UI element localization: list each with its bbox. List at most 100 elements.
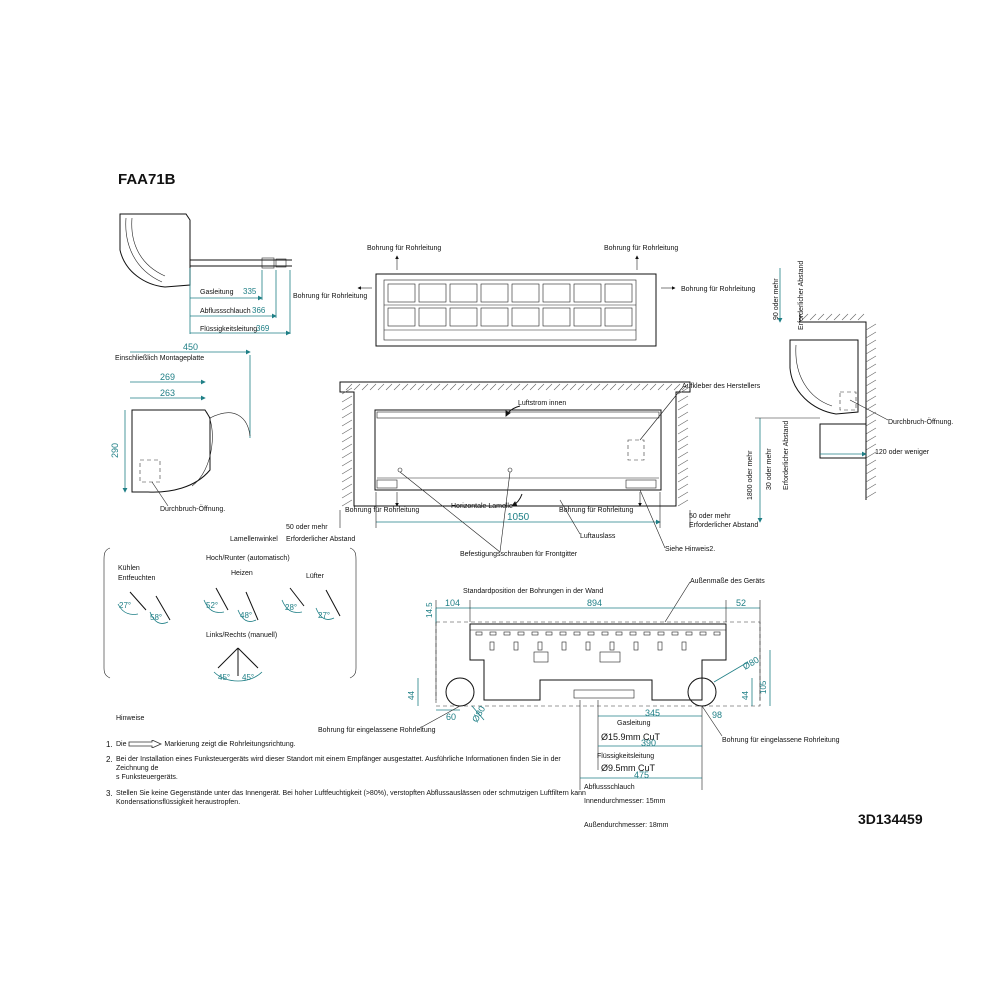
dim-894: 894	[587, 598, 602, 608]
note-1-text-a: Die	[116, 741, 127, 748]
top-bore-right-top: Bohrung für Rohrleitung	[604, 245, 678, 252]
louver-heating: Heizen	[231, 570, 253, 577]
mounting-plate	[469, 623, 727, 701]
note-1-number: 1.	[106, 740, 113, 749]
horizontal-louver-label: Horizontale Lamelle	[451, 503, 513, 510]
hose-gas-value: 335	[243, 287, 257, 296]
side-view-unit	[119, 213, 292, 334]
model-title: FAA71B	[118, 171, 176, 188]
sticker-label: Aufkleber des Herstellers	[682, 383, 761, 390]
louver-heat-diagram	[203, 587, 259, 622]
side-profile-unit	[131, 409, 251, 493]
angle-lr-b: 45°	[242, 673, 254, 682]
plate-bore-left: Bohrung für eingelassene Rohrleitung	[318, 727, 436, 734]
angle-lr-a: 45°	[218, 673, 230, 682]
clearance-left-label: Erforderlicher Abstand	[286, 536, 355, 543]
dim-1050: 1050	[507, 512, 530, 523]
dim-475: 475	[634, 770, 649, 780]
drawing-number: 3D134459	[858, 811, 923, 827]
pipe-direction-arrow-icon	[129, 739, 163, 749]
hose-liquid-value: 369	[256, 324, 270, 333]
wall-side-clearance-label: Erforderlicher Abstand	[783, 421, 790, 490]
louver-title: Lamellenwinkel	[230, 536, 278, 543]
wall-side-clearance: 30 oder mehr	[766, 448, 773, 490]
louver-lr-diagram	[213, 647, 263, 682]
dim-450: 450	[183, 342, 198, 352]
std-position-label: Standardposition der Bohrungen in der Wa…	[463, 588, 603, 595]
angle-fan-a: 28°	[285, 603, 297, 612]
note-1-text-b: Markierung zeigt die Rohrleitungsrichtun…	[164, 741, 296, 748]
hose-gas-label: Gasleitung	[200, 289, 234, 296]
dim-98: 98	[712, 710, 722, 720]
side-bore-label: Bohrung für Rohrleitung	[293, 293, 367, 300]
note-1: 1. Die Markierung zeigt die Rohrleitungs…	[106, 739, 576, 749]
wall-top-clearance: 90 oder mehr	[773, 278, 780, 320]
plate-label: Einschließlich Montageplatte	[115, 355, 204, 362]
note-3: 3. Stellen Sie keine Gegenstände unter d…	[106, 789, 586, 807]
note-2-text-b: s Funksteuergeräts.	[116, 774, 178, 781]
screws-label: Befestigungsschrauben für Frontgitter	[460, 551, 578, 558]
dim-14-5: 14.5	[425, 602, 434, 618]
angle-heat-a: 52°	[206, 601, 218, 610]
top-bore-right: Bohrung für Rohrleitung	[681, 286, 755, 293]
louver-auto-label: Hoch/Runter (automatisch)	[206, 555, 290, 562]
see-note-label: Siehe Hinweis2.	[665, 546, 715, 553]
front-bore-right: Bohrung für Rohrleitung	[559, 507, 633, 514]
airflow-in-label: Luftstrom innen	[518, 400, 566, 407]
dim-44-right: 44	[741, 691, 750, 700]
side-opening-label: Durchbruch-Öffnung.	[160, 505, 225, 513]
drain-inner: Innendurchmesser: 15mm	[584, 798, 665, 805]
angle-heat-b: 48°	[240, 611, 252, 620]
dim-263: 263	[160, 388, 175, 398]
hose-liquid-label: Flüssigkeitsleitung	[200, 326, 257, 333]
dim-104: 104	[445, 598, 460, 608]
top-bore-left: Bohrung für Rohrleitung	[367, 245, 441, 252]
notes-title: Hinweise	[116, 715, 145, 722]
top-view-unit	[375, 273, 657, 347]
hose-drain-value: 366	[252, 306, 266, 315]
louver-cooling: Kühlen	[118, 565, 140, 572]
wall-below-label: 120 oder weniger	[875, 449, 930, 456]
note-2-text-a: Bei der Installation eines Funksteuerger…	[116, 756, 561, 772]
drain-label: Abflussschlauch	[584, 784, 635, 791]
wall-view	[789, 313, 877, 500]
liquid-label: Flüssigkeitsleitung	[597, 753, 654, 760]
louver-dehumidify: Entfeuchten	[118, 575, 155, 582]
dim-52: 52	[736, 598, 746, 608]
louver-box	[103, 547, 357, 679]
note-2: 2. Bei der Installation eines Funksteuer…	[106, 755, 586, 782]
note-3-text-a: Stellen Sie keine Gegenstände unter das …	[116, 790, 586, 797]
plate-bore-right: Bohrung für eingelassene Rohrleitung	[722, 737, 840, 744]
dim-290: 290	[110, 443, 120, 458]
outer-dims-label: Außenmaße des Geräts	[690, 578, 765, 585]
louver-cool-diagram	[117, 591, 171, 624]
note-3-number: 3.	[106, 789, 113, 798]
louver-fan-diagram	[281, 587, 341, 620]
liquid-value: Ø9.5mm CuT	[601, 763, 656, 773]
angle-cool-b: 58°	[150, 613, 162, 622]
dim-60: 60	[446, 712, 456, 722]
hose-drain-label: Abflussschlauch	[200, 308, 251, 315]
dim-269: 269	[160, 372, 175, 382]
louver-fan: Lüfter	[306, 573, 325, 580]
angle-cool-a: 27°	[119, 601, 131, 610]
hole-left	[445, 677, 475, 707]
dim-390: 390	[641, 738, 656, 748]
drain-outer: Außendurchmesser: 18mm	[584, 822, 669, 829]
outer-outline	[435, 621, 761, 707]
front-wall-hatch	[339, 381, 691, 507]
wall-opening-label: Durchbruch-Öffnung.	[888, 418, 953, 426]
note-2-number: 2.	[106, 755, 113, 764]
clearance-left: 50 oder mehr	[286, 524, 328, 531]
wall-floor-label: 1800 oder mehr	[747, 450, 754, 500]
dim-105: 105	[759, 680, 768, 694]
gas-value: Ø15.9mm CuT	[601, 732, 661, 742]
dim-345: 345	[645, 708, 660, 718]
gas-label: Gasleitung	[617, 720, 651, 727]
outlet-label: Luftauslass	[580, 533, 616, 540]
clearance-right-label: Erforderlicher Abstand	[689, 522, 758, 529]
dim-44-left: 44	[407, 691, 416, 700]
dim-80-right: Ø80	[741, 655, 761, 672]
front-view-unit	[374, 409, 662, 491]
